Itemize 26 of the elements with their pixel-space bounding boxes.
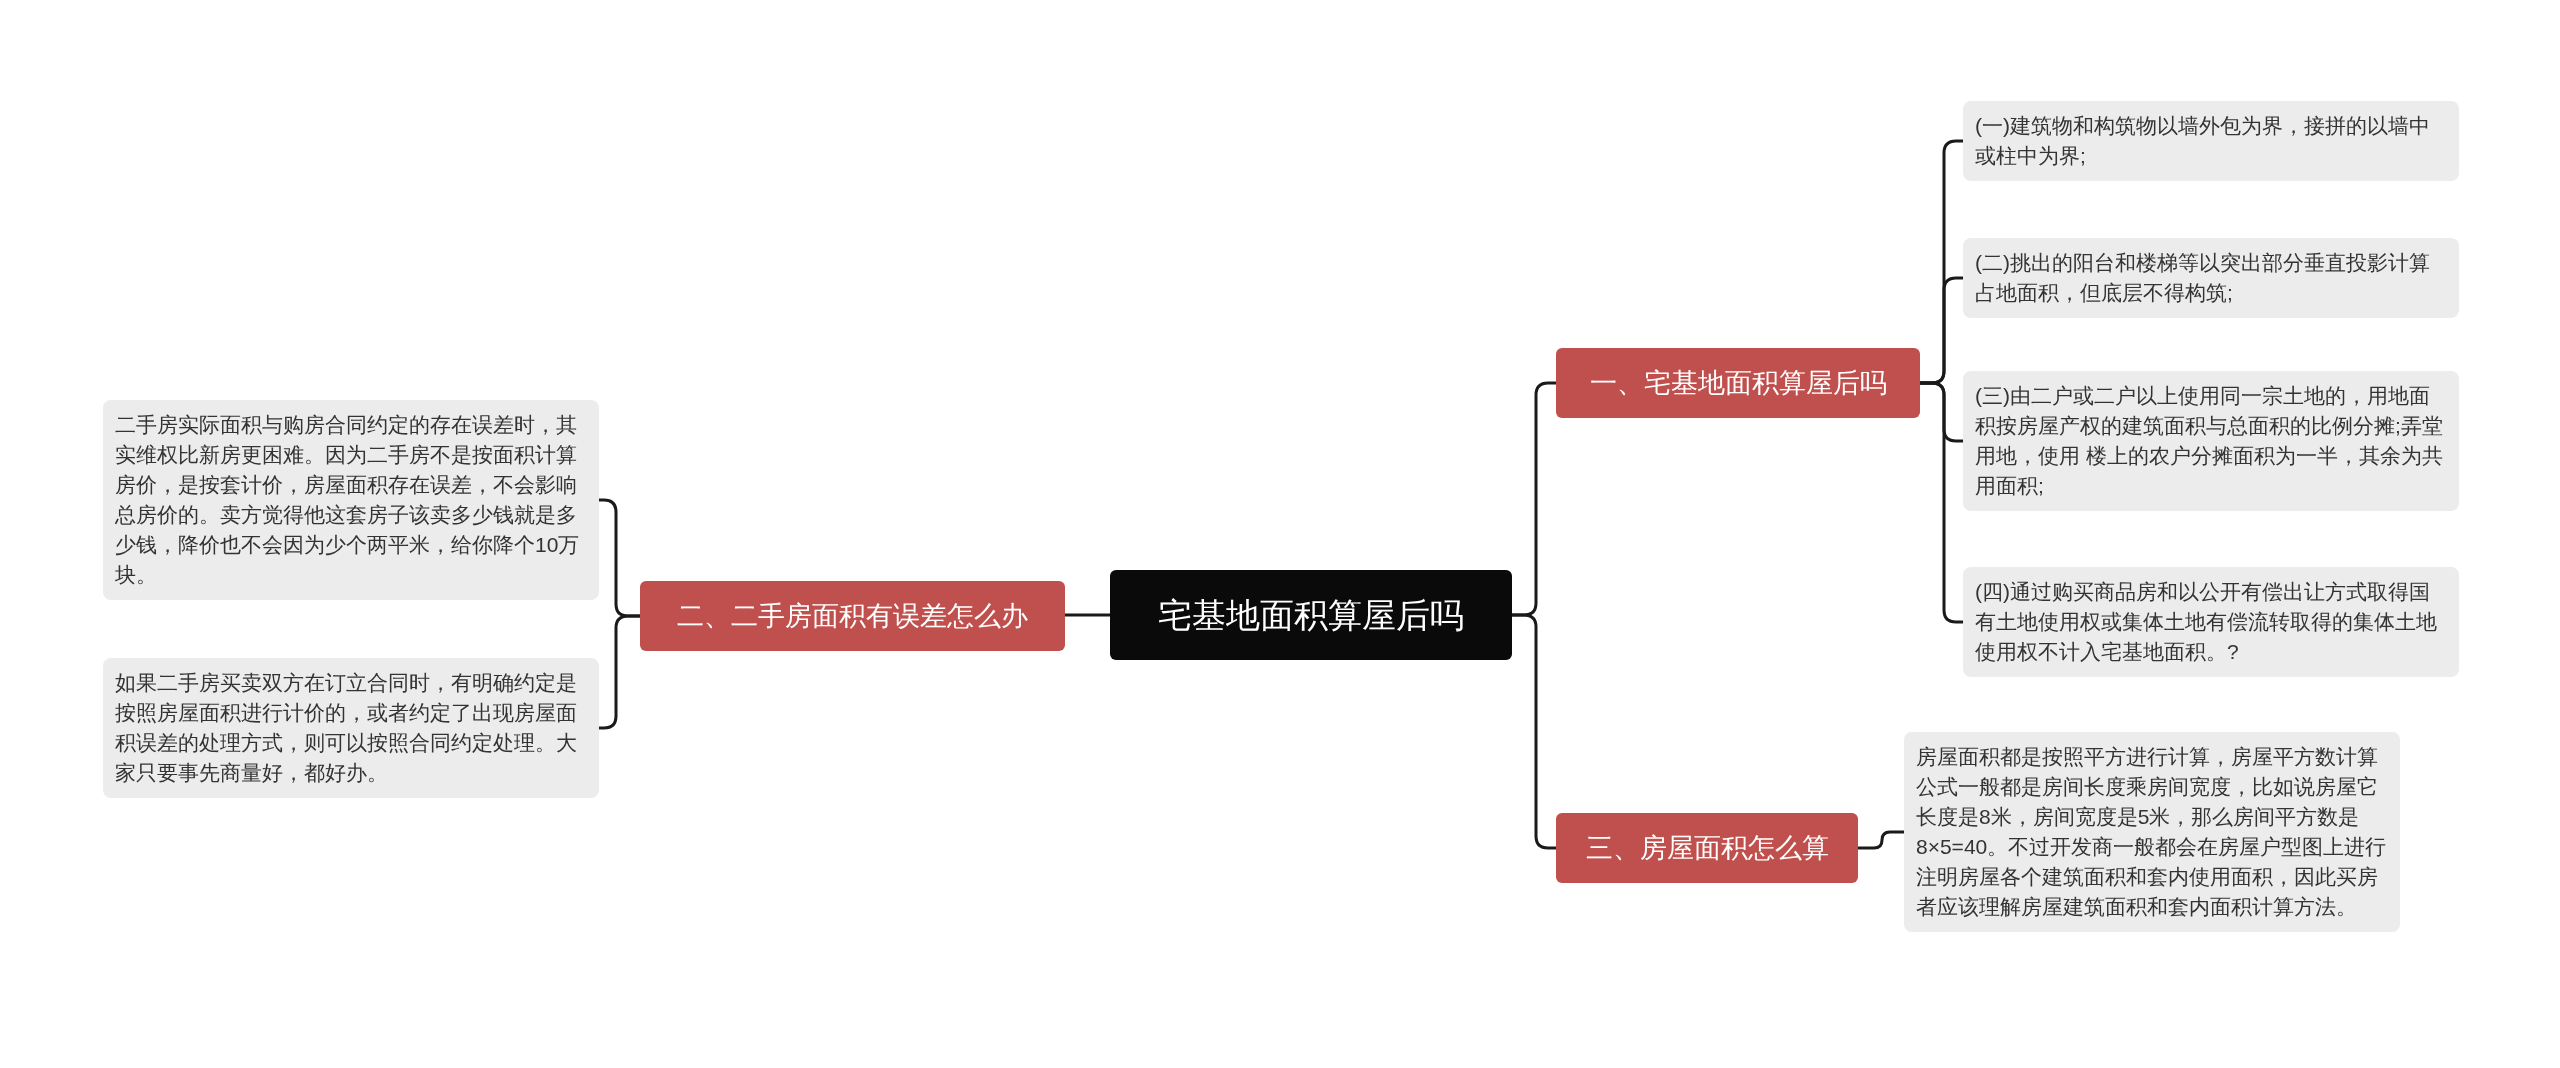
branch-topic-text: 一、宅基地面积算屋后吗 (1588, 367, 1888, 400)
leaf-text: (二)挑出的阳台和楼梯等以突出部分垂直投影计算占地面积，但底层不得构筑; (1975, 250, 2431, 306)
branch-topic-text: 三、房屋面积怎么算 (1584, 832, 1830, 865)
leaf-text: 房屋面积都是按照平方进行计算，房屋平方数计算公式一般都是房间长度乘房间宽度，比如说房屋它长度是8米，房间宽度是5米，那么房间平方数是8×5=40。不过开发商一般都会在房屋户型图上进行注明房屋各个建筑面积和套内使用面积，因此买房者应该理解房屋建筑面积和套内面积计算方法。 (1916, 744, 2388, 920)
leaf-topic (1963, 101, 2459, 181)
branch-topic-text: 二、二手房面积有误差怎么办 (676, 600, 1029, 633)
leaf-topic (1963, 238, 2459, 318)
connector-line (1512, 613, 1556, 850)
connector-line (1858, 830, 1904, 850)
leaf-topic (1963, 371, 2459, 511)
leaf-topic (1904, 732, 2400, 932)
leaf-topic (1963, 567, 2459, 677)
leaf-text: (一)建筑物和构筑物以墙外包为界，接拼的以墙中或柱中为界; (1975, 113, 2431, 169)
connector-line (1065, 613, 1110, 617)
branch-topic (1556, 813, 1858, 883)
leaf-text: (三)由二户或二户以上使用同一宗土地的，用地面积按房屋产权的建筑面积与总面积的比例分摊;弄堂用地，使用 楼上的农户分摊面积为一半，其余为共用面积; (1975, 383, 2444, 499)
leaf-text: 如果二手房买卖双方在订立合同时，有明确约定是按照房屋面积进行计价的，或者约定了出现房屋面积误差的处理方式，则可以按照合同约定处理。大家只要事先商量好，都好办。 (115, 670, 578, 786)
connector-line (1920, 381, 1963, 624)
leaf-text: 二手房实际面积与购房合同约定的存在误差时，其实维权比新房更困难。因为二手房不是按面积计算房价，是按套计价，房屋面积存在误差，不会影响总房价的。卖方觉得他这套房子该卖多少钱就是多少钱，降价也不会因为少个两平米，给你降个10万块。 (115, 412, 581, 588)
branch-topic (1556, 348, 1920, 418)
central-topic-text: 宅基地面积算屋后吗 (1157, 595, 1465, 636)
branch-topic (640, 581, 1065, 651)
leaf-topic (103, 658, 599, 798)
central-topic (1110, 570, 1512, 660)
leaf-topic (103, 400, 599, 600)
leaf-text: (四)通过购买商品房和以公开有偿出让方式取得国有土地使用权或集体土地有偿流转取得的集体土地使用权不计入宅基地面积。? (1975, 579, 2438, 665)
